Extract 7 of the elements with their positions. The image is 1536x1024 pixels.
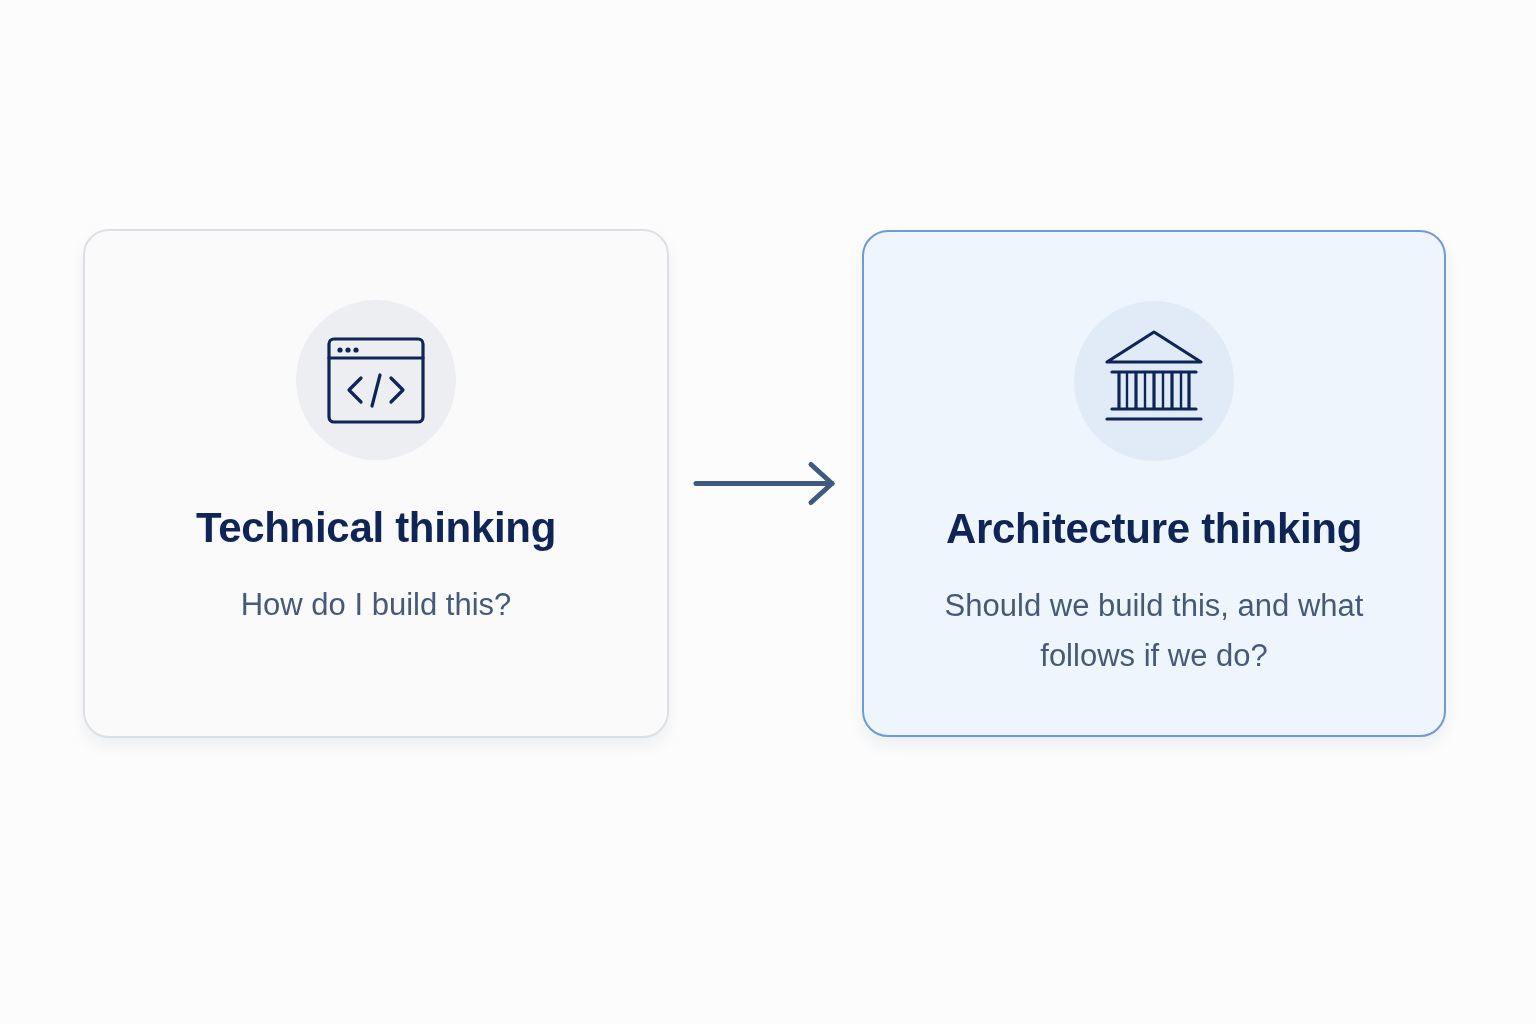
- card-title: Technical thinking: [195, 503, 557, 553]
- card: [83, 229, 669, 738]
- card-question: Should we build this, and what follows if we do?: [943, 587, 1365, 675]
- card-title: Architecture thinking: [945, 504, 1363, 554]
- arrow: [693, 462, 835, 505]
- card-question: How do I build this?: [240, 586, 512, 624]
- card: [862, 230, 1446, 737]
